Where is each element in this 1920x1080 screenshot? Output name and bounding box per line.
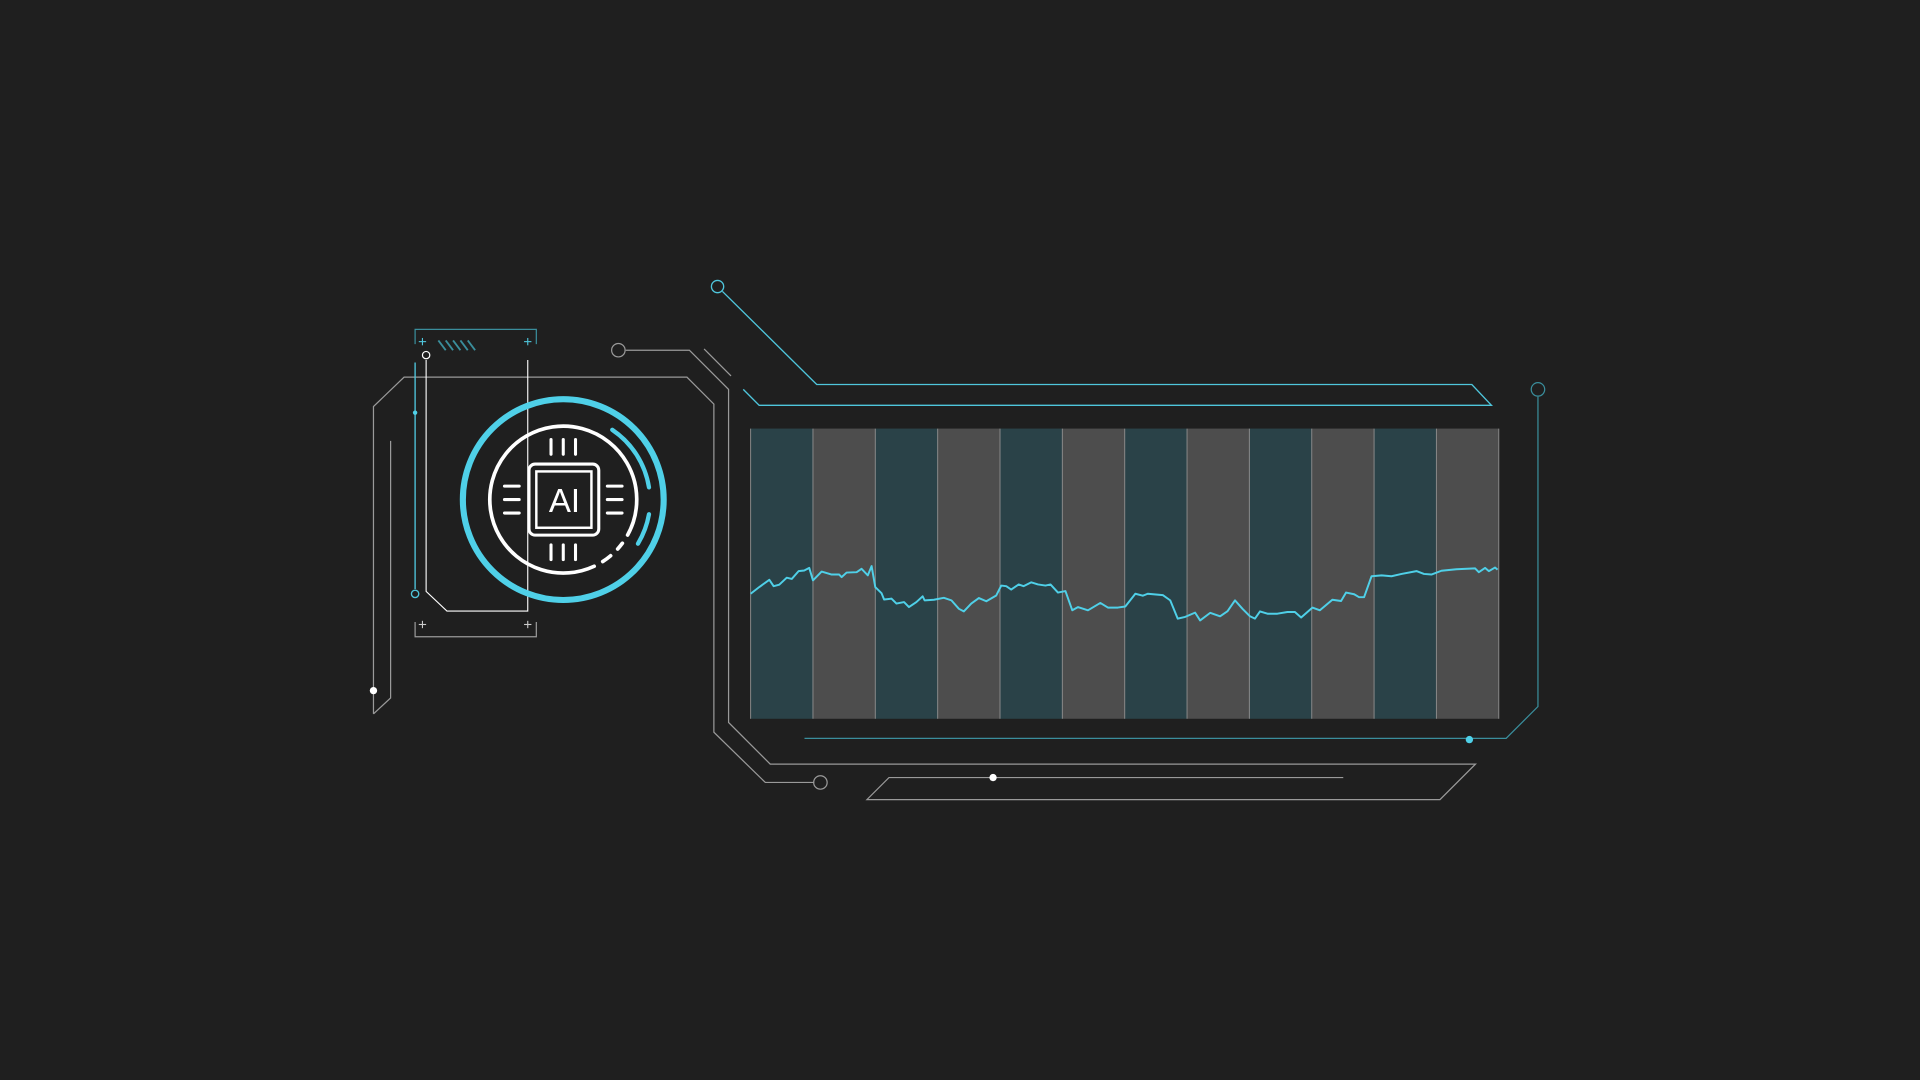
node-dot [369, 686, 378, 695]
node-dot [989, 773, 997, 782]
chart-column-gray [1187, 428, 1250, 719]
node-circle [410, 589, 420, 599]
chip-body [527, 462, 601, 537]
ai-logo-text: AI [549, 483, 580, 520]
chart-column-teal [875, 428, 938, 719]
bracket-bottom [414, 622, 537, 638]
node-circle [1530, 382, 1546, 397]
plus-marks [418, 337, 532, 346]
chart-column-gray [937, 428, 1000, 719]
chart-column-teal [1249, 428, 1312, 719]
chart-column-teal [1000, 428, 1063, 719]
plus-marks [418, 620, 532, 629]
trace-gray-left [373, 440, 392, 715]
chart-columns [750, 428, 1500, 719]
chart-column-gray [1436, 428, 1499, 719]
chart-column-teal [750, 428, 813, 719]
node-circle [813, 775, 828, 790]
signal-line [750, 565, 1499, 622]
trace-teal-right [804, 396, 1539, 739]
chip-pins [502, 438, 624, 562]
trace-gray-short [703, 348, 732, 377]
chip-core [535, 470, 593, 529]
node-dot [1465, 735, 1474, 744]
chart-column-teal [1124, 428, 1188, 719]
node-circle [421, 350, 431, 360]
outer-ring [459, 396, 667, 604]
inner-ring [487, 424, 639, 575]
trace-cyan-top [721, 290, 1493, 406]
node-circle [611, 342, 626, 358]
trace-gray-outer [372, 376, 815, 784]
ai-chip-emblem: AI [459, 396, 667, 604]
trace-gray-inner [625, 349, 1477, 801]
signal-chart [750, 428, 1500, 719]
hatch-marks [437, 339, 476, 351]
accent-arc [610, 427, 652, 490]
accent-arc [635, 512, 652, 546]
bracket-top [414, 328, 537, 345]
circuit-traces [369, 279, 1546, 801]
node-circle [710, 279, 725, 294]
chart-column-gray [1062, 428, 1125, 719]
chart-column-gray [1311, 428, 1375, 719]
node-dot [412, 410, 418, 415]
